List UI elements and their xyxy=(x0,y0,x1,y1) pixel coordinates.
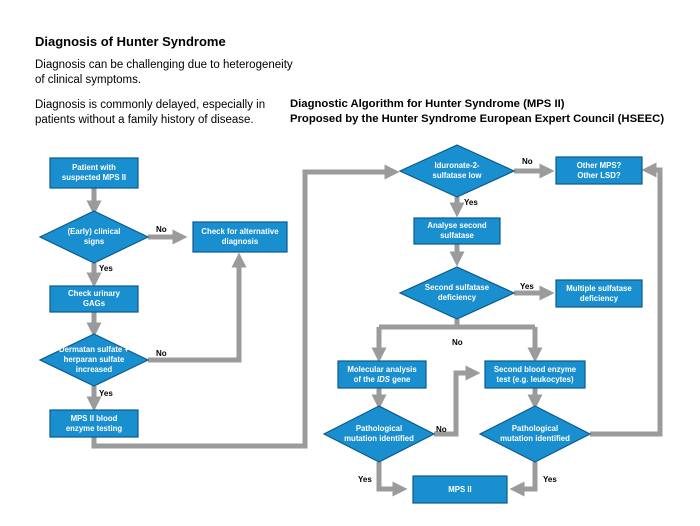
connector-blood-to-ids xyxy=(91,164,400,449)
node-ids-low-diamond xyxy=(398,144,516,198)
node-check-alternative-box xyxy=(192,221,288,253)
node-molecular: Molecular analysis of the IDS gene xyxy=(338,361,426,388)
label-no-ids: No xyxy=(522,157,533,166)
node-path-right: Pathological mutation identified xyxy=(500,424,570,443)
node-check-urinary-box xyxy=(49,285,139,313)
node-mps2-box xyxy=(412,475,508,504)
node-check-alternative: Check for alternative diagnosis xyxy=(201,227,279,246)
node-molecular-pre: Molecular analysis of the xyxy=(347,364,417,384)
label-no-clinical: No xyxy=(156,225,167,234)
node-second-deficiency: Second sulfatase deficiency xyxy=(424,283,490,302)
node-molecular-gene: IDS xyxy=(377,374,390,384)
node-path-right-diamond xyxy=(478,405,592,463)
label-no-path-left: No xyxy=(436,425,447,434)
label-yes-clinical: Yes xyxy=(99,264,113,273)
node-dermatan: Dermatan sulfate + herparan sulfate incr… xyxy=(59,345,129,374)
node-check-urinary: Check urinary GAGs xyxy=(67,289,120,308)
page-title: Diagnosis of Hunter Syndrome xyxy=(35,34,226,49)
node-mps2: MPS II xyxy=(448,484,472,494)
node-second-blood: Second blood enzyme test (e.g. leukocyte… xyxy=(493,364,577,384)
node-second-blood-box xyxy=(484,360,586,389)
node-multiple-deficiency: Multiple sulfatase deficiency xyxy=(566,283,632,303)
node-path-left: Pathological mutation identified xyxy=(344,424,414,443)
label-yes-second: Yes xyxy=(520,282,534,291)
algorithm-title-line2: Proposed by the Hunter Syndrome European… xyxy=(290,113,665,125)
node-molecular-post: gene xyxy=(390,374,411,384)
node-dermatan-diamond xyxy=(38,333,150,387)
connector-path-left-to-second-blood xyxy=(434,365,481,437)
node-analyse-second-box xyxy=(413,217,501,245)
algorithm-title-line1: Diagnostic Algorithm for Hunter Syndrome… xyxy=(290,98,565,110)
node-path-left-diamond xyxy=(322,405,436,463)
label-yes-ids: Yes xyxy=(464,198,478,207)
node-analyse-second: Analyse second sulfatase xyxy=(427,221,487,240)
connector-dermatan-to-alternative xyxy=(148,252,247,363)
label-yes-path-left: Yes xyxy=(358,475,372,484)
node-molecular-box xyxy=(337,360,427,389)
node-ids-low: Iduronate-2-sulfatase low xyxy=(432,161,482,180)
algorithm-title: Diagnostic Algorithm for Hunter Syndrome… xyxy=(290,97,690,127)
node-blood-test: MPS II blood enzyme testing xyxy=(65,413,123,433)
label-yes-path-right: Yes xyxy=(543,475,557,484)
connector-path-right-to-other xyxy=(590,162,663,437)
node-clinical-signs-diamond xyxy=(38,210,150,264)
delay-paragraph: Diagnosis is commonly delayed, especiall… xyxy=(35,99,266,126)
label-no-dermatan: No xyxy=(156,349,167,358)
connector-deficiency-split xyxy=(379,319,535,330)
node-multiple-deficiency-box xyxy=(555,279,643,308)
node-patient: Patient with suspected MPS II xyxy=(61,163,127,182)
label-yes-dermatan: Yes xyxy=(99,389,113,398)
node-other-mps-box xyxy=(555,156,643,185)
label-no-second: No xyxy=(452,338,463,347)
node-patient-box xyxy=(49,157,139,189)
node-other-mps: Other MPS? Other LSD? xyxy=(576,160,622,180)
node-blood-test-box xyxy=(49,409,139,438)
connector-path-left-to-mps2 xyxy=(376,462,408,497)
node-clinical-signs: (Early) clinical signs xyxy=(67,227,121,246)
intro-paragraph: Diagnosis can be challenging due to hete… xyxy=(35,59,293,86)
node-second-deficiency-diamond xyxy=(398,266,516,320)
connector-path-right-to-mps2 xyxy=(509,462,538,497)
